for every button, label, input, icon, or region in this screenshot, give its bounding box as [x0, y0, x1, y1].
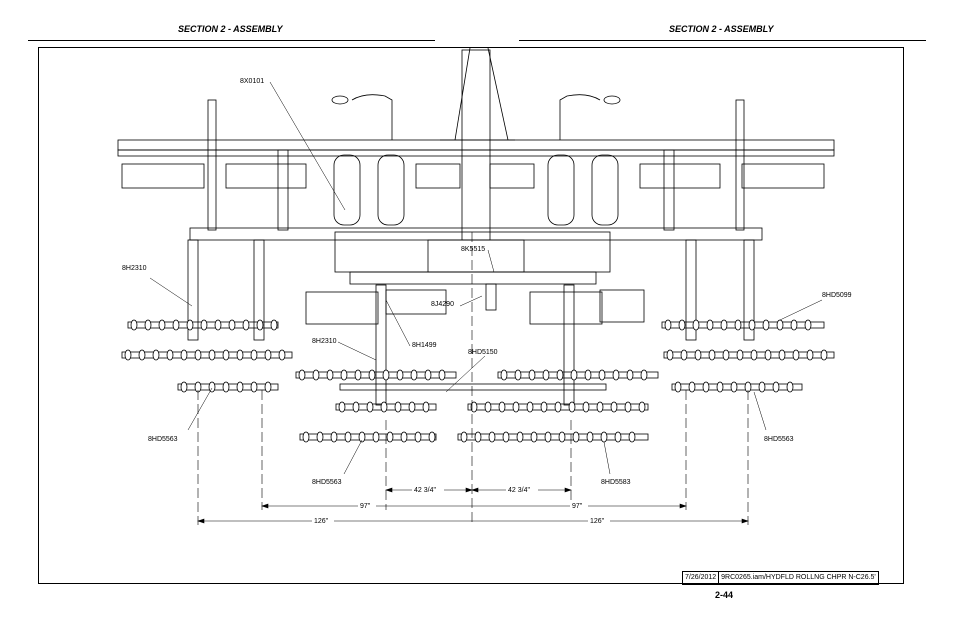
callout-8hd5563-right: 8HD5563 [764, 436, 794, 443]
callout-8k5515: 8K5515 [461, 246, 485, 253]
title-block: 7/26/2012 9RC0265.iam/HYDFLD ROLLNG CHPR… [682, 571, 879, 585]
section-title-right: SECTION 2 - ASSEMBLY [669, 24, 774, 34]
callout-8h2310-center: 8H2310 [312, 338, 337, 345]
page-number: 2-44 [715, 590, 734, 600]
dimension-lines [197, 487, 749, 524]
center-cylinder [485, 283, 497, 311]
callout-8j4290: 8J4290 [431, 301, 454, 308]
vertical-posts [207, 99, 745, 231]
leader-lines [149, 81, 823, 475]
dimension-97-right: 97" [572, 503, 583, 510]
cross-bar-lower [339, 383, 607, 391]
header-rule-right [519, 40, 926, 41]
spring-tines [124, 319, 828, 443]
hose-holder-left [331, 95, 349, 105]
center-lines [197, 232, 749, 525]
hose-holder-right [603, 95, 621, 105]
callout-8hd5099: 8HD5099 [822, 292, 852, 299]
section-title-left: SECTION 2 - ASSEMBLY [178, 24, 283, 34]
upper-chopper-drums [121, 163, 825, 189]
callout-8x0101: 8X0101 [240, 78, 264, 85]
title-block-date: 7/26/2012 [683, 572, 720, 584]
center-chopper-drums [305, 289, 645, 325]
dimension-97-left: 97" [360, 503, 371, 510]
callout-8hd5583: 8HD5583 [601, 479, 631, 486]
dimension-126-left: 126" [314, 518, 329, 525]
callout-8h1499: 8H1499 [412, 342, 437, 349]
dimension-42-3-4-left: 42 3/4" [414, 487, 436, 494]
dimension-42-3-4-right: 42 3/4" [508, 487, 530, 494]
callout-8hd5563-left: 8HD5563 [148, 436, 178, 443]
callout-8h2310-left: 8H2310 [122, 265, 147, 272]
callout-8hd5150: 8HD5150 [468, 349, 498, 356]
main-toolbar [117, 139, 835, 241]
dimension-126-right: 126" [590, 518, 605, 525]
tine-bars [121, 321, 835, 441]
title-block-filename: 9RC0265.iam/HYDFLD ROLLNG CHPR N-C26.5' [721, 574, 876, 581]
drawing-frame [38, 47, 904, 584]
callout-8hd5563-center: 8HD5563 [312, 479, 342, 486]
transport-tires [333, 154, 619, 226]
header-rule-left [28, 40, 435, 41]
